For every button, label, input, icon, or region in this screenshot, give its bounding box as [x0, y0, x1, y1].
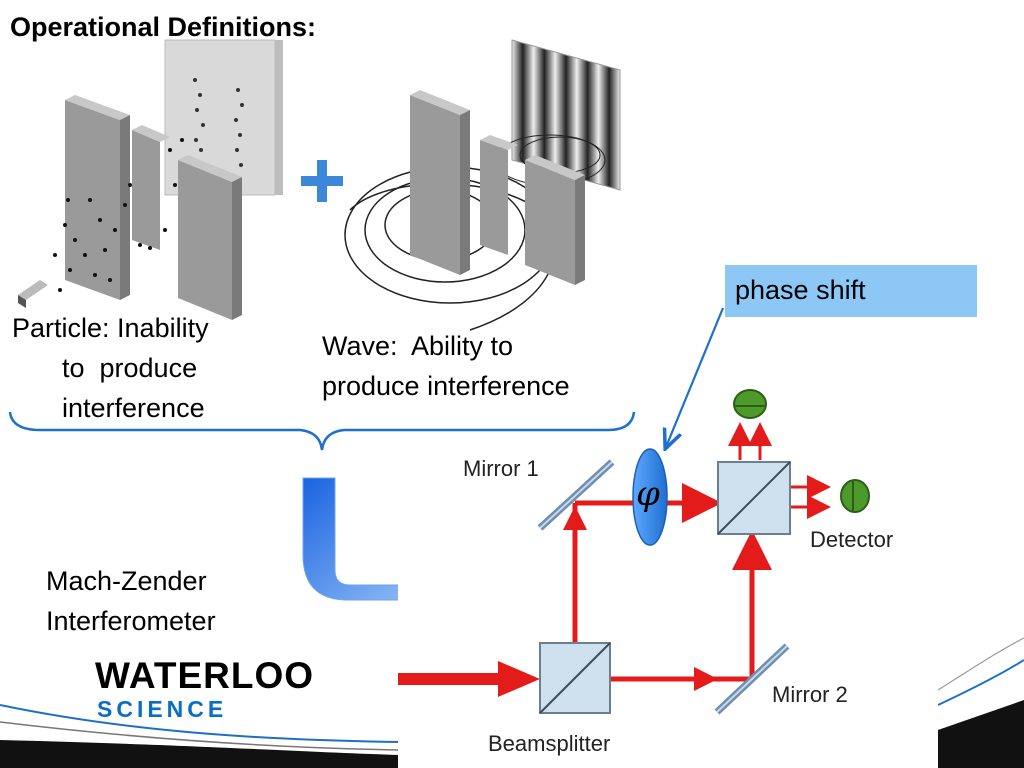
mirror-1-label: Mirror 1: [463, 456, 539, 481]
mirror-1: [537, 459, 615, 531]
detector-right-icon: [840, 479, 870, 513]
input-beam-arrow: [498, 661, 540, 697]
mz-caption-line-1: Mach-Zender: [46, 566, 207, 596]
wave-caption-line-2: produce interference: [322, 371, 570, 401]
detector-top-icon: [733, 389, 767, 419]
grouping-brace: [8, 411, 636, 451]
particle-slit-illustration: [18, 39, 283, 320]
particle-caption-line-3: interference: [62, 393, 205, 423]
detector-label: Detector: [810, 527, 894, 552]
output-beamsplitter-cube: [717, 461, 791, 535]
waterloo-logo-wordmark: WATERLOO: [95, 655, 315, 696]
phase-shift-callout: phase shift: [725, 265, 977, 317]
phase-shifter-lens: [632, 448, 668, 546]
input-beam: [398, 673, 503, 685]
beamsplitter-cube: [539, 642, 611, 714]
mirror-2-label: Mirror 2: [772, 682, 848, 707]
phase-shift-pointer: [666, 307, 725, 447]
wave-slit-illustration: [344, 39, 621, 331]
plus-icon: [301, 160, 343, 202]
phase-shift-label: phase shift: [735, 275, 866, 305]
phase-symbol: φ: [636, 474, 660, 514]
mirror-2: [714, 643, 790, 715]
particle-caption-line-2: to produce: [62, 353, 198, 383]
wave-caption: Wave: Ability to produce interference: [322, 326, 570, 406]
particle-caption-line-1: Particle: Inability: [12, 313, 209, 343]
slide-title: Operational Definitions:: [10, 12, 317, 42]
mz-caption: Mach-Zender Interferometer: [46, 561, 216, 641]
wave-caption-line-1: Wave: Ability to: [322, 331, 514, 361]
interferometer-diagram: [398, 389, 870, 715]
background-swoosh: [0, 637, 1024, 768]
particle-caption: Particle: Inability to produce interfere…: [12, 308, 282, 428]
mz-caption-line-2: Interferometer: [46, 606, 216, 636]
beamsplitter-label: Beamsplitter: [488, 731, 611, 756]
waterloo-logo-subtitle: SCIENCE: [97, 696, 228, 722]
